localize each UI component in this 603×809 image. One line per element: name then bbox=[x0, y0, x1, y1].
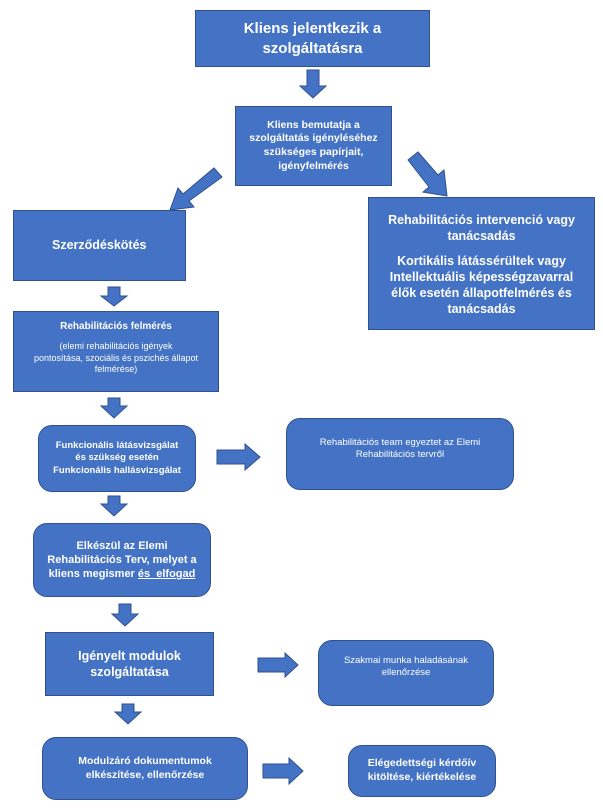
node-text-line: tanácsadás bbox=[447, 229, 516, 244]
node-text-line: Szerződéskötés bbox=[52, 238, 147, 253]
arrow-modules-to-closing bbox=[113, 703, 143, 725]
node-client-presents-papers: Kliens bemutatja a szolgáltatás igénylés… bbox=[235, 106, 392, 186]
node-text-line: Rehabilitációs team egyeztet az Elemi bbox=[319, 437, 481, 448]
node-text-line: tanácsadás bbox=[447, 302, 516, 317]
node-satisfaction-survey: Elégedettségi kérdőív kitöltése, kiérték… bbox=[348, 745, 496, 797]
node-text-line: Szakmai munka haladásának bbox=[343, 655, 469, 666]
arrow-modules-to-progress bbox=[257, 651, 299, 679]
arrow-contract-to-assessment bbox=[99, 286, 129, 307]
node-text-underlined: és elfogad bbox=[137, 568, 196, 581]
node-text-line: szükséges papírjait, bbox=[263, 146, 364, 158]
node-text-line: Kortikális látássérültek vagy bbox=[397, 253, 566, 268]
node-text-line: Funkcionális hallásvizsgálat bbox=[53, 464, 181, 476]
node-text-line: Rehabilitációs Terv, melyet a bbox=[47, 553, 197, 566]
node-text-line: Intellektuális képességzavarral bbox=[389, 269, 574, 284]
node-rehab-assessment: Rehabilitációs felmérés (elemi rehabilit… bbox=[13, 311, 219, 392]
node-title: Rehabilitációs felmérés bbox=[60, 321, 172, 332]
node-progress-check: Szakmai munka haladásának ellenőrzése bbox=[318, 640, 494, 706]
arrow-functional-to-team bbox=[216, 442, 261, 472]
node-text-line: Rehabilitációs intervenció vagy bbox=[388, 213, 575, 227]
node-closing-documents: Modulzáró dokumentumok elkészítése, elle… bbox=[42, 737, 248, 800]
node-text-line: Funkcionális látásvizsgálat bbox=[55, 439, 179, 451]
arrow-present-to-contract bbox=[169, 167, 223, 211]
node-text-line: Rehabilitációs tervről bbox=[355, 449, 445, 461]
arrow-assessment-to-functional bbox=[99, 397, 129, 419]
node-rehab-intervention: Rehabilitációs intervenció vagy tanácsad… bbox=[368, 197, 595, 330]
node-requested-modules: Igényelt modulok szolgáltatása bbox=[45, 632, 214, 696]
node-text-line: élők esetén állapotfelmérés és bbox=[391, 286, 572, 300]
node-text-line: elkészítése, ellenőrzése bbox=[85, 768, 205, 781]
node-text-plain: kliens megismer bbox=[48, 568, 138, 581]
node-text-line: pontosítása, szociális és pszichés állap… bbox=[33, 352, 199, 363]
node-text-line: ellenőrzése bbox=[381, 667, 431, 679]
node-team-agrees: Rehabilitációs team egyeztet az Elemi Re… bbox=[286, 418, 514, 490]
node-text-line: és szükség esetén bbox=[75, 452, 159, 464]
node-contract: Szerződéskötés bbox=[13, 210, 186, 281]
node-text-line: (elemi rehabilitációs igények bbox=[59, 341, 173, 351]
node-text-line: szolgáltatásra bbox=[262, 39, 363, 57]
node-text-line: felmérése) bbox=[94, 364, 138, 375]
node-text-line: Kliens jelentkezik a bbox=[243, 20, 382, 37]
node-text-line: szolgáltatása bbox=[90, 665, 169, 679]
node-plan-ready: Elkészül az Elemi Rehabilitációs Terv, m… bbox=[33, 523, 211, 597]
arrow-functional-to-plan bbox=[99, 495, 129, 517]
arrow-start-to-present bbox=[298, 69, 328, 99]
node-text-line: Kliens bemutatja a bbox=[267, 118, 360, 131]
node-text-line: Igényelt modulok bbox=[78, 648, 181, 663]
node-text-line: szolgáltatás igényléséhez bbox=[249, 132, 378, 145]
node-text-line: igényfelmérés bbox=[278, 159, 349, 172]
node-text-line: Elkészül az Elemi bbox=[76, 539, 168, 552]
node-functional-tests: Funkcionális látásvizsgálat és szükség e… bbox=[38, 425, 196, 492]
node-client-applies: Kliens jelentkezik a szolgáltatásra bbox=[195, 10, 430, 67]
node-text-line: Modulzáró dokumentumok bbox=[78, 754, 212, 767]
node-text-line: kitöltése, kiértékelése bbox=[367, 771, 477, 783]
node-text-line: kliens megismer és elfogad bbox=[49, 567, 196, 581]
arrow-present-to-intervention bbox=[407, 151, 448, 197]
node-text-line: Elégedettségi kérdőív bbox=[367, 757, 477, 770]
arrow-plan-to-modules bbox=[110, 603, 140, 627]
arrow-closing-to-satisfaction bbox=[262, 756, 304, 786]
